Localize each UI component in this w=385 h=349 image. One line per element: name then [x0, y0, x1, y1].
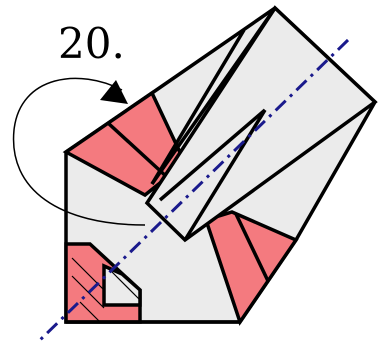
flap-inner-2: [183, 109, 267, 241]
corner-hatch-4: [109, 269, 141, 301]
step-number: 20.: [58, 19, 125, 68]
fold-line: [38, 38, 350, 342]
flap-inner-1: [158, 108, 267, 202]
flap-crease-2: [150, 6, 277, 186]
color-band-lower-divider: [234, 213, 270, 282]
flap-crease-1: [150, 29, 246, 185]
turn-over-arrow: [12, 77, 146, 226]
color-band-upper-divider: [106, 121, 170, 180]
turn-over-arrowhead: [100, 80, 128, 104]
corner-hatch-3: [79, 301, 101, 323]
color-band-lower: [203, 210, 299, 326]
corner-hatch-2: [71, 275, 105, 309]
corner-white-square: [102, 263, 142, 307]
